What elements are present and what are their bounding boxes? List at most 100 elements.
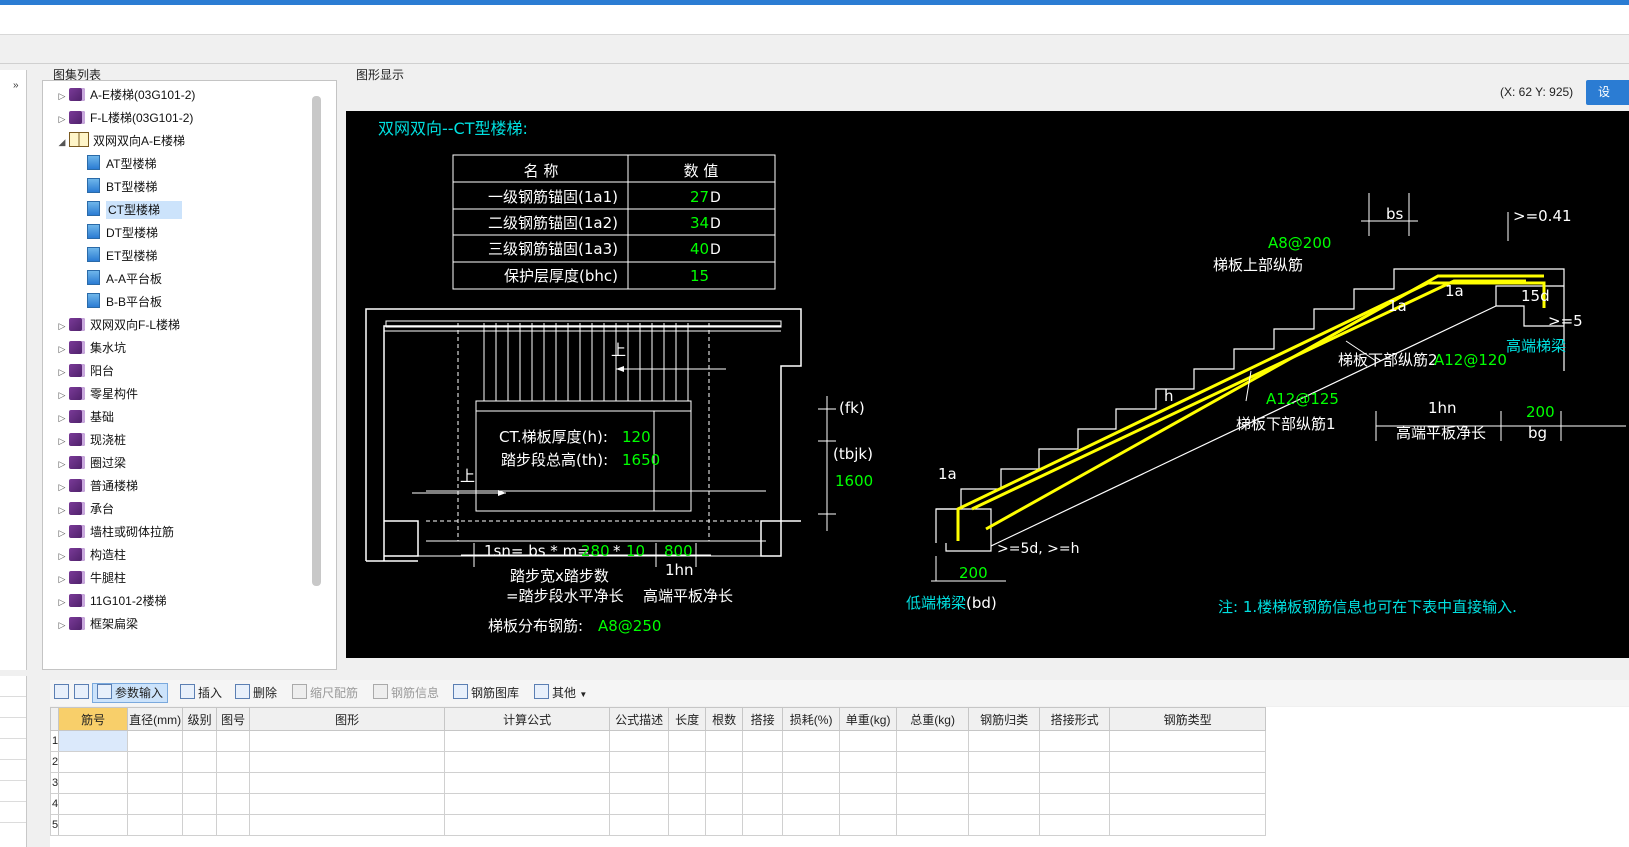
collapse-arrow-icon[interactable]: ◢ xyxy=(58,137,66,147)
grid-cell[interactable] xyxy=(782,751,841,773)
grid-cell[interactable] xyxy=(444,751,611,773)
grid-cell[interactable] xyxy=(1109,730,1267,752)
grid-cell[interactable] xyxy=(444,793,611,815)
tree-item[interactable]: ▷基础 xyxy=(55,406,114,428)
col-header[interactable]: 级别 xyxy=(182,707,218,731)
tree-item[interactable]: ▷F-L楼梯(03G101-2) xyxy=(55,107,193,129)
grid-cell[interactable] xyxy=(1039,793,1111,815)
grid-cell[interactable] xyxy=(1039,751,1111,773)
expand-arrow-icon[interactable]: ▷ xyxy=(58,344,66,354)
col-header[interactable]: 直径(mm) xyxy=(127,707,184,731)
grid-cell[interactable] xyxy=(839,730,898,752)
grid-cell[interactable] xyxy=(609,814,670,836)
col-header[interactable]: 公式描述 xyxy=(609,707,670,731)
grid-cell[interactable] xyxy=(58,730,129,752)
grid-cell[interactable] xyxy=(127,772,184,794)
expand-arrow-icon[interactable]: ▷ xyxy=(58,574,66,584)
grid-cell[interactable] xyxy=(782,730,841,752)
grid-cell[interactable] xyxy=(1109,751,1267,773)
grid-cell[interactable] xyxy=(705,814,744,836)
param-row-value[interactable]: 40 xyxy=(690,240,709,258)
bd-value[interactable]: 200 xyxy=(959,564,988,582)
grid-cell[interactable] xyxy=(896,793,970,815)
bg-value[interactable]: 200 xyxy=(1526,403,1555,421)
expand-arrow-icon[interactable]: ▷ xyxy=(58,482,66,492)
tree-item[interactable]: ▷集水坑 xyxy=(55,337,126,359)
grid-cell[interactable] xyxy=(742,793,784,815)
grid-cell[interactable] xyxy=(58,772,129,794)
grid-cell[interactable] xyxy=(609,730,670,752)
grid-cell[interactable] xyxy=(609,793,670,815)
tree-item[interactable]: ▷构造柱 xyxy=(55,544,126,566)
expand-arrow-icon[interactable]: ▷ xyxy=(58,321,66,331)
grid-cell[interactable] xyxy=(182,751,218,773)
grid-cell[interactable] xyxy=(127,730,184,752)
move-up-button[interactable] xyxy=(54,684,72,702)
expand-arrow-icon[interactable]: ▷ xyxy=(58,413,66,423)
grid-cell[interactable] xyxy=(127,793,184,815)
col-header[interactable]: 搭接形式 xyxy=(1039,707,1111,731)
grid-cell[interactable] xyxy=(1109,772,1267,794)
col-header[interactable]: 筋号 xyxy=(58,707,129,731)
expand-arrow-icon[interactable]: ▷ xyxy=(58,528,66,538)
tbjk-value[interactable]: 1600 xyxy=(835,472,873,490)
grid-cell[interactable] xyxy=(58,751,129,773)
col-header[interactable]: 长度 xyxy=(668,707,707,731)
delete-button[interactable]: 删除 xyxy=(235,684,277,702)
rebar-grid[interactable]: 筋号 直径(mm) 级别 图号 图形 计算公式 公式描述 长度 根数 搭接 损耗… xyxy=(49,707,1629,847)
grid-cell[interactable] xyxy=(58,814,129,836)
grid-cell[interactable] xyxy=(896,730,970,752)
grid-cell[interactable] xyxy=(444,814,611,836)
expand-arrow-icon[interactable]: ▷ xyxy=(58,91,66,101)
tree-item[interactable]: A-A平台板 xyxy=(83,268,162,290)
tree-item[interactable]: ▷承台 xyxy=(55,498,114,520)
table-row[interactable]: 3 xyxy=(49,772,1267,794)
tree-item[interactable]: ▷牛腿柱 xyxy=(55,567,126,589)
grid-cell[interactable] xyxy=(968,814,1041,836)
table-row[interactable]: 2 xyxy=(49,751,1267,773)
grid-cell[interactable] xyxy=(668,814,707,836)
grid-cell[interactable] xyxy=(968,772,1041,794)
grid-cell[interactable] xyxy=(182,730,218,752)
table-row[interactable]: 1 xyxy=(49,730,1267,752)
top-rebar-value[interactable]: A8@200 xyxy=(1268,234,1331,252)
rebar-info-button[interactable]: 钢筋信息 xyxy=(373,684,439,702)
grid-cell[interactable] xyxy=(668,730,707,752)
tree-item[interactable]: ▷双网双向F-L楼梯 xyxy=(55,314,180,336)
grid-cell[interactable] xyxy=(609,751,670,773)
expand-arrow-icon[interactable]: ▷ xyxy=(58,620,66,630)
grid-cell[interactable] xyxy=(839,814,898,836)
grid-cell[interactable] xyxy=(839,751,898,773)
grid-cell[interactable] xyxy=(968,793,1041,815)
rebar-library-button[interactable]: 钢筋图库 xyxy=(453,684,519,702)
distribution-value[interactable]: A8@250 xyxy=(598,617,661,635)
expand-chevron-icon[interactable]: » xyxy=(13,80,19,91)
grid-cell[interactable] xyxy=(742,751,784,773)
col-header[interactable]: 总重(kg) xyxy=(896,707,970,731)
param-row-value[interactable]: 27 xyxy=(690,188,709,206)
other-menu-button[interactable]: 其他 ▼ xyxy=(534,684,587,702)
thickness-value[interactable]: 120 xyxy=(622,428,651,446)
table-row[interactable]: 5 xyxy=(49,814,1267,836)
grid-cell[interactable] xyxy=(444,772,611,794)
param-row-value[interactable]: 15 xyxy=(690,267,709,285)
height-value[interactable]: 1650 xyxy=(622,451,660,469)
grid-cell[interactable] xyxy=(705,793,744,815)
grid-cell[interactable] xyxy=(896,772,970,794)
grid-cell[interactable] xyxy=(782,793,841,815)
tree-item[interactable]: BT型楼梯 xyxy=(83,176,157,198)
col-header[interactable]: 钢筋类型 xyxy=(1109,707,1267,731)
grid-cell[interactable] xyxy=(1109,793,1267,815)
col-header[interactable]: 计算公式 xyxy=(444,707,611,731)
move-down-button[interactable] xyxy=(74,684,92,702)
grid-cell[interactable] xyxy=(249,751,446,773)
grid-cell[interactable] xyxy=(182,772,218,794)
col-header[interactable]: 搭接 xyxy=(742,707,784,731)
grid-cell[interactable] xyxy=(1039,814,1111,836)
grid-cell[interactable] xyxy=(839,793,898,815)
col-header[interactable]: 根数 xyxy=(705,707,744,731)
grid-cell[interactable] xyxy=(249,793,446,815)
grid-cell[interactable] xyxy=(1039,730,1111,752)
grid-cell[interactable] xyxy=(1109,814,1267,836)
grid-cell[interactable] xyxy=(896,751,970,773)
